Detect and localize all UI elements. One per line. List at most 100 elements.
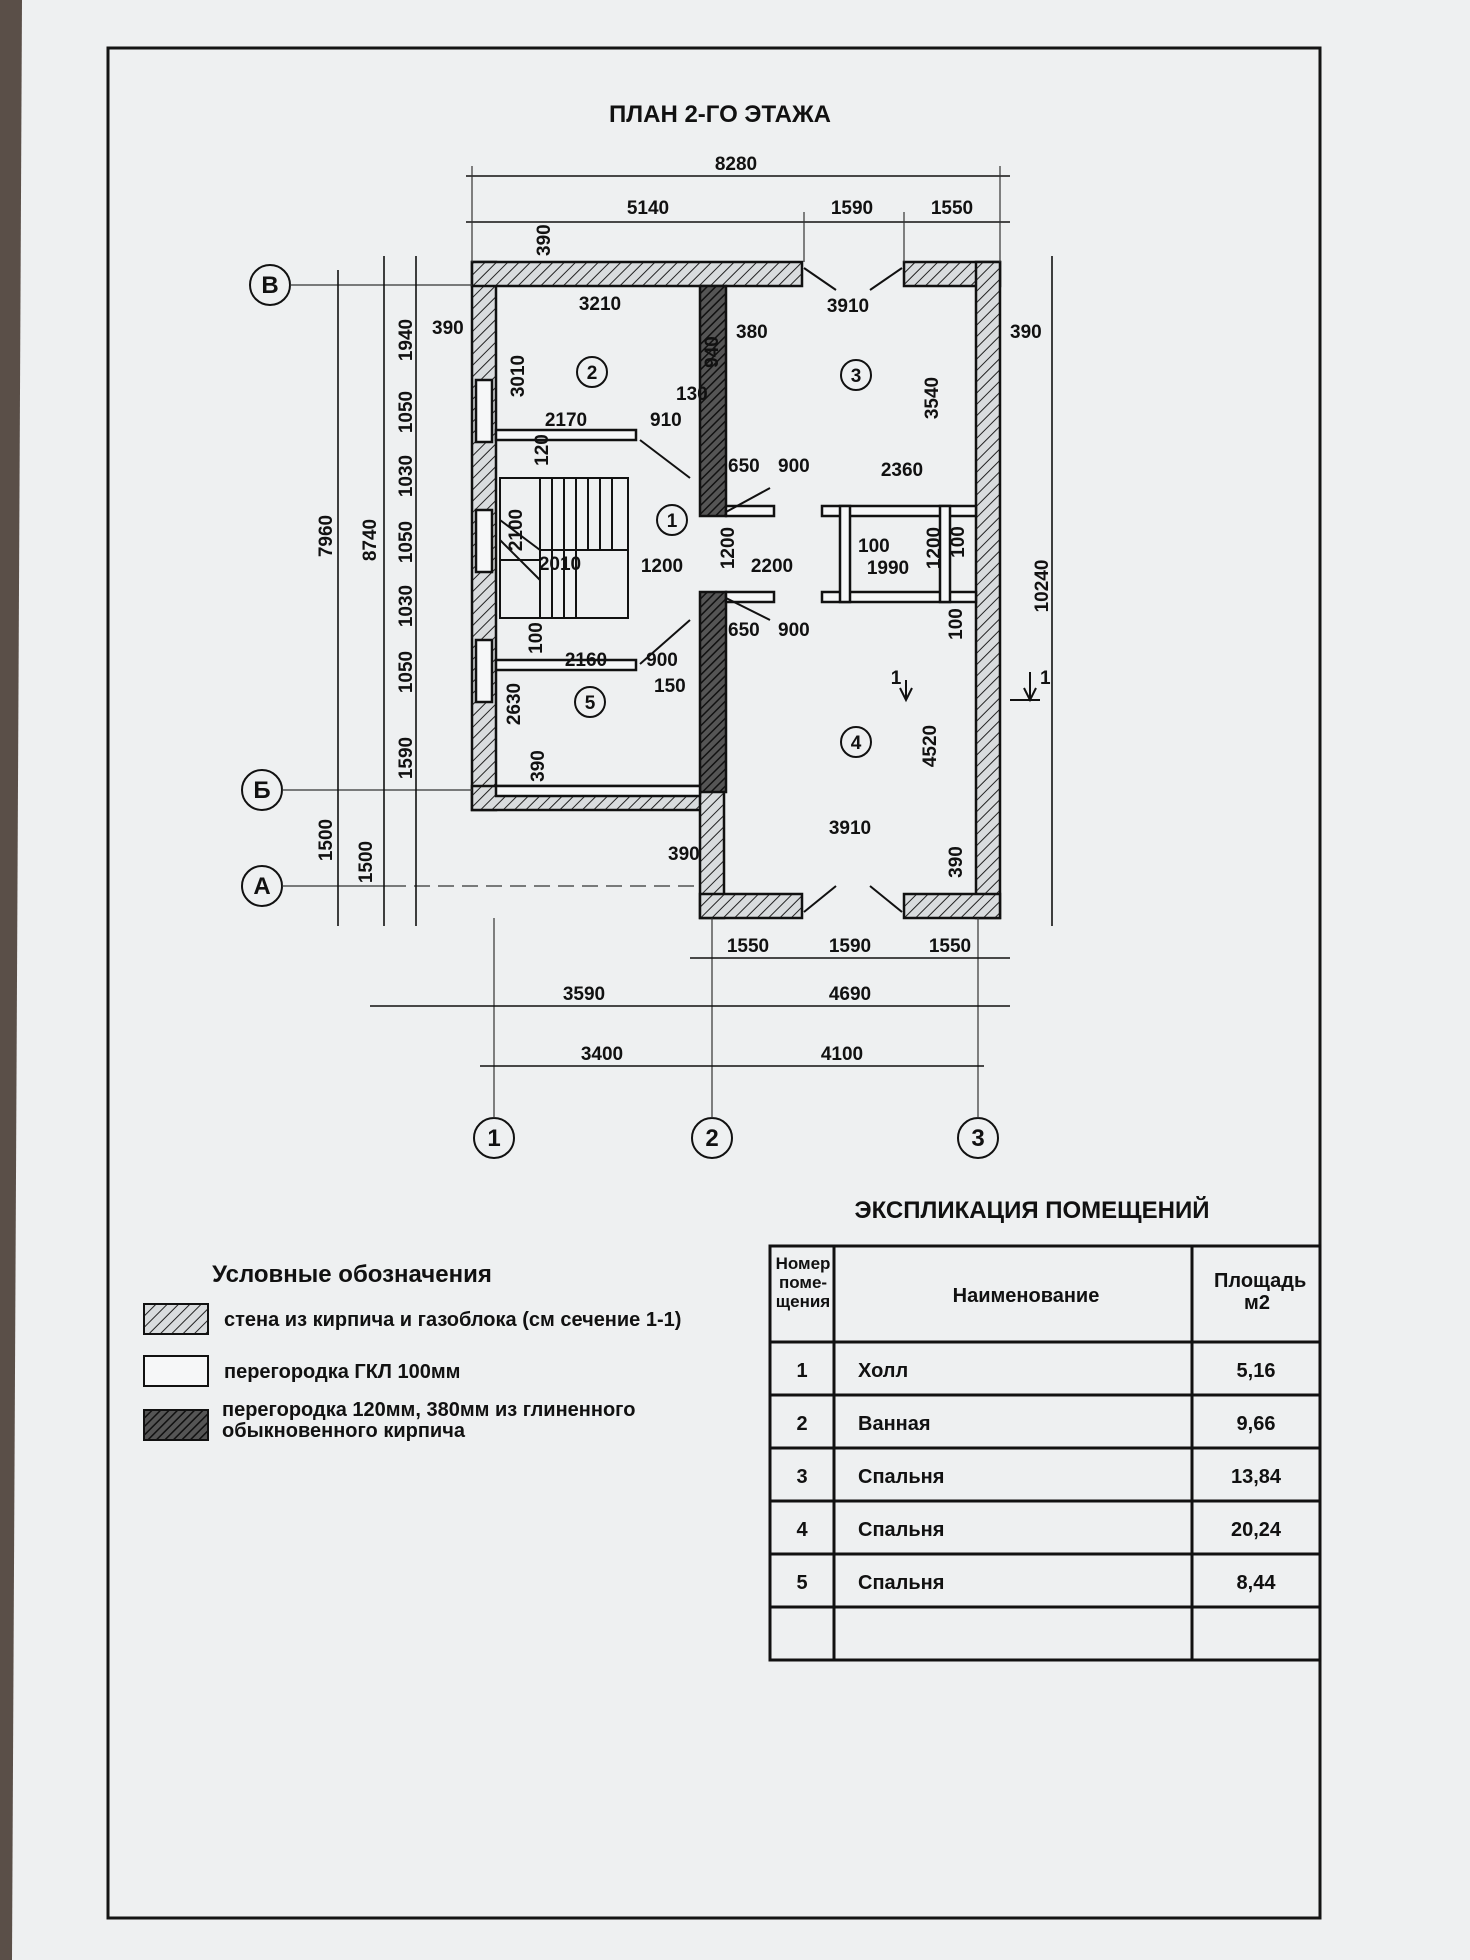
dim-in-380: 380	[736, 322, 768, 343]
dim-left-1030b: 1030	[396, 585, 417, 627]
legend-swatch-wall	[143, 1303, 209, 1335]
section-mark-right: 1	[1040, 668, 1051, 689]
dim-in-390d: 390	[946, 846, 967, 878]
row-1-area: 5,16	[1237, 1360, 1276, 1382]
dim-top-390: 390	[534, 224, 555, 256]
table-row: 2 Ванная 9,66	[796, 1413, 1275, 1435]
row-2-area: 9,66	[1237, 1413, 1276, 1435]
dim-in-100d: 100	[526, 622, 547, 654]
wall-bottom-right	[902, 892, 1002, 920]
dim-in-650b: 650	[728, 620, 760, 641]
wall-bottom-mid	[698, 892, 804, 920]
dim-in-1200c: 1200	[924, 527, 945, 569]
wall-right	[974, 260, 1002, 920]
row-3-name: Спальня	[858, 1466, 944, 1488]
dim-in-650a: 650	[728, 456, 760, 477]
dim-bot-1590: 1590	[829, 936, 871, 957]
dim-left-1050b: 1050	[396, 521, 417, 563]
header-number: Номер поме- щения	[775, 1254, 831, 1311]
wall-top-left	[470, 260, 804, 288]
row-1-name: Холл	[858, 1360, 908, 1382]
dim-in-2160: 2160	[565, 650, 607, 671]
dim-in-150: 150	[654, 676, 686, 697]
row-5-name: Спальня	[858, 1572, 944, 1594]
explication-table: ЭКСПЛИКАЦИЯ ПОМЕЩЕНИЙ Номер поме- щения …	[768, 1196, 1322, 1662]
brick-partition-lower	[698, 590, 728, 794]
legend-swatch-brick	[143, 1409, 209, 1441]
dim-in-910: 910	[650, 410, 682, 431]
dim-bot-4690: 4690	[829, 984, 871, 1005]
dim-in-2630: 2630	[504, 683, 525, 725]
axis-a-label: А	[253, 873, 270, 900]
dim-left-1030a: 1030	[396, 455, 417, 497]
row-5-area: 8,44	[1237, 1572, 1277, 1594]
axis-3-label: 3	[971, 1125, 984, 1152]
legend-swatch-gkl	[143, 1355, 209, 1387]
inner-dimensions: 3210 3910 390 380 3010 130 910 2170 120 …	[432, 294, 969, 878]
axis-b-label: Б	[253, 777, 270, 804]
door-swings	[639, 267, 903, 913]
dim-in-2200: 2200	[751, 556, 793, 577]
dim-in-900b: 900	[778, 620, 810, 641]
legend: Условные обозначения стена из кирпича и …	[143, 1261, 681, 1442]
dim-in-2010: 2010	[539, 554, 581, 575]
table-row: 5 Спальня 8,44	[796, 1572, 1276, 1594]
row-4-area: 20,24	[1231, 1519, 1282, 1541]
room-4-number: 4	[851, 733, 862, 754]
dim-in-120: 120	[532, 434, 553, 466]
row-2-name: Ванная	[858, 1413, 931, 1435]
dim-left-1590: 1590	[396, 737, 417, 779]
row-1-number: 1	[796, 1360, 807, 1382]
dim-in-390c: 390	[668, 844, 700, 865]
dim-in-100c: 100	[946, 608, 967, 640]
dim-top-1590: 1590	[831, 198, 873, 219]
dim-in-100b: 100	[948, 526, 969, 558]
dim-left-1050a: 1050	[396, 391, 417, 433]
dim-in-3010: 3010	[508, 355, 529, 397]
dim-in-2360: 2360	[881, 460, 923, 481]
dim-in-1990: 1990	[867, 558, 909, 579]
legend-item-gkl: перегородка ГКЛ 100мм	[224, 1361, 460, 1383]
row-3-area: 13,84	[1231, 1466, 1282, 1488]
axis-markers: В Б А 1 2 3	[241, 264, 999, 1159]
dim-in-3210: 3210	[579, 294, 621, 315]
room-3-number: 3	[851, 366, 862, 387]
dim-top-5140: 5140	[627, 198, 669, 219]
section-mark-left: 1	[891, 668, 902, 689]
room-5-number: 5	[585, 693, 596, 714]
dim-left-1500b: 1500	[356, 841, 377, 883]
dim-in-3540: 3540	[922, 377, 943, 419]
dim-bot-3590: 3590	[563, 984, 605, 1005]
row-3-number: 3	[796, 1466, 807, 1488]
dim-bot-3400: 3400	[581, 1044, 623, 1065]
dim-left-1050c: 1050	[396, 651, 417, 693]
dim-bot-4100: 4100	[821, 1044, 863, 1065]
dimension-lines	[337, 166, 1053, 1067]
dim-left-7960: 7960	[316, 515, 337, 557]
table-row: 1 Холл 5,16	[796, 1360, 1275, 1382]
explication-title: ЭКСПЛИКАЦИЯ ПОМЕЩЕНИЙ	[855, 1196, 1210, 1224]
dim-in-940: 940	[702, 336, 723, 368]
dim-in-130: 130	[676, 384, 708, 405]
dim-top-total: 8280	[715, 154, 757, 175]
dim-in-900c: 900	[646, 650, 678, 671]
floor-plan	[390, 260, 1002, 920]
plan-title: ПЛАН 2-ГО ЭТАЖА	[609, 101, 831, 128]
gkl-partition	[494, 428, 638, 442]
legend-title: Условные обозначения	[212, 1261, 492, 1288]
dim-in-390a: 390	[432, 318, 464, 339]
row-4-name: Спальня	[858, 1519, 944, 1541]
dim-right-10240: 10240	[1032, 560, 1053, 613]
section-marks: 1 1	[891, 668, 1051, 703]
paper	[12, 0, 1470, 1960]
table-row: 4 Спальня 20,24	[796, 1519, 1281, 1541]
row-2-number: 2	[796, 1413, 807, 1435]
brick-partition-upper	[698, 284, 728, 518]
dim-in-390b: 390	[528, 750, 549, 782]
header-area: Площадь м2	[1214, 1270, 1307, 1314]
room-2-number: 2	[587, 363, 598, 384]
dim-right-390: 390	[1010, 322, 1042, 343]
dim-bot-1550b: 1550	[929, 936, 971, 957]
room-numbers: 2 3 1 4 5	[574, 356, 872, 758]
